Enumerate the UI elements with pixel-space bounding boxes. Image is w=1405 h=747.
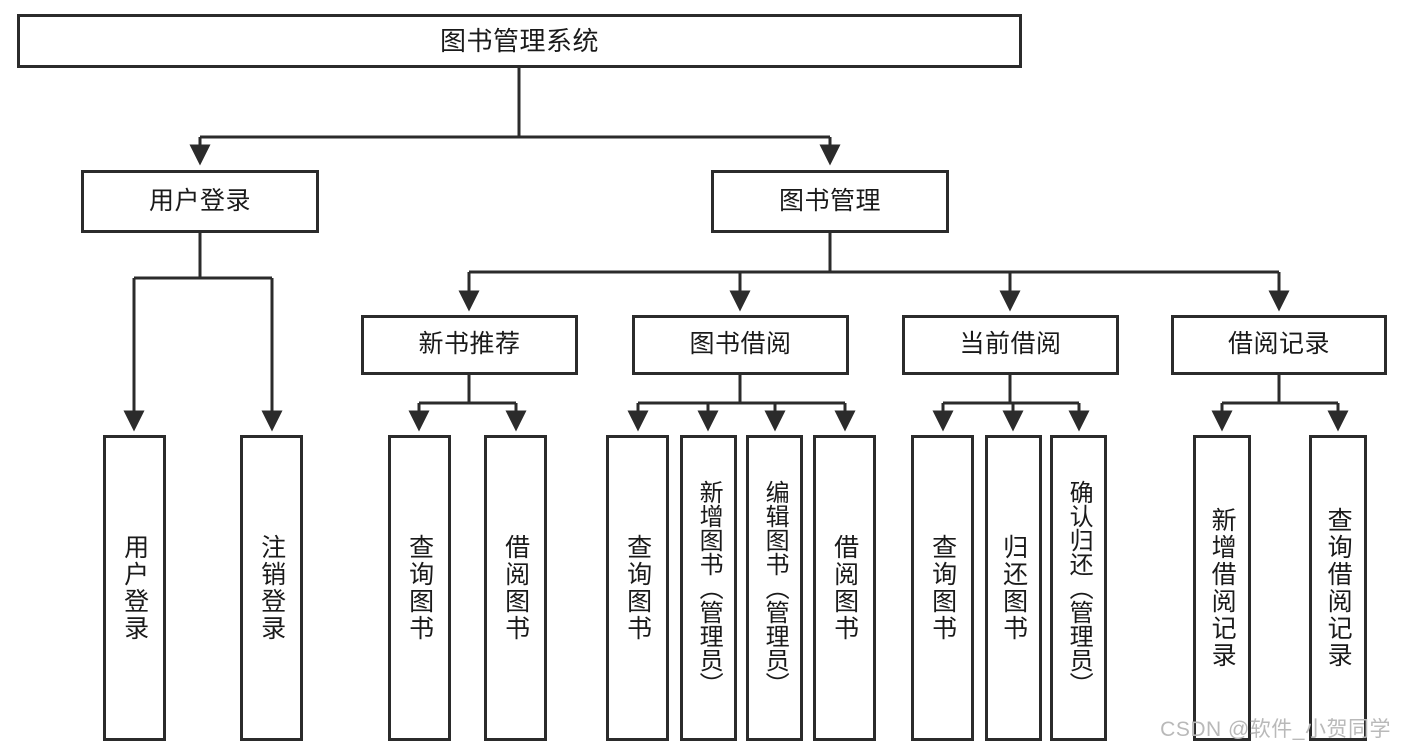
node-level3-label: 新书推荐 — [418, 330, 521, 359]
node-leaf-注销登录-1[interactable]: 注销登录 — [240, 435, 303, 741]
node-level2-图书管理[interactable]: 图书管理 — [711, 170, 949, 233]
node-level3-新书推荐[interactable]: 新书推荐 — [361, 315, 578, 375]
node-level3-label: 当前借阅 — [959, 330, 1062, 359]
node-level3-label: 借阅记录 — [1227, 330, 1330, 359]
node-leaf-label: 查询图书 — [623, 534, 652, 642]
node-leaf-label: 查询图书 — [405, 534, 434, 642]
node-root-system[interactable]: 图书管理系统 — [17, 14, 1022, 68]
node-level2-label: 用户登录 — [148, 186, 251, 215]
node-leaf-label: 借阅图书 — [830, 534, 859, 642]
node-level3-图书借阅[interactable]: 图书借阅 — [632, 315, 849, 375]
node-leaf-label: 查询图书 — [928, 534, 957, 642]
node-leaf-借阅图书-7[interactable]: 借阅图书 — [813, 435, 876, 741]
node-leaf-label: 归还图书 — [999, 534, 1028, 642]
node-leaf-借阅图书-3[interactable]: 借阅图书 — [484, 435, 547, 741]
node-level2-用户登录[interactable]: 用户登录 — [81, 170, 319, 233]
node-leaf-确认归还管理员-10[interactable]: 确认归还（管理员） — [1050, 435, 1107, 741]
node-leaf-新增借阅记录-11[interactable]: 新增借阅记录 — [1193, 435, 1251, 741]
node-leaf-label: 借阅图书 — [501, 534, 530, 642]
node-leaf-label: 用户登录 — [120, 534, 149, 642]
node-leaf-查询图书-2[interactable]: 查询图书 — [388, 435, 451, 741]
node-leaf-查询图书-4[interactable]: 查询图书 — [606, 435, 669, 741]
node-leaf-查询图书-8[interactable]: 查询图书 — [911, 435, 974, 741]
node-leaf-查询借阅记录-12[interactable]: 查询借阅记录 — [1309, 435, 1367, 741]
node-level3-借阅记录[interactable]: 借阅记录 — [1171, 315, 1387, 375]
node-level2-label: 图书管理 — [778, 186, 881, 215]
watermark-text: CSDN @软件_小贺同学 — [1160, 718, 1391, 741]
node-leaf-label: 新增借阅记录 — [1208, 507, 1237, 669]
node-leaf-label: 新增图书（管理员） — [695, 480, 723, 696]
node-leaf-label: 编辑图书（管理员） — [761, 480, 789, 696]
node-leaf-编辑图书管理员-6[interactable]: 编辑图书（管理员） — [746, 435, 803, 741]
node-leaf-label: 注销登录 — [257, 534, 286, 642]
node-level3-label: 图书借阅 — [689, 330, 792, 359]
node-level3-当前借阅[interactable]: 当前借阅 — [902, 315, 1119, 375]
node-leaf-新增图书管理员-5[interactable]: 新增图书（管理员） — [680, 435, 737, 741]
node-leaf-label: 确认归还（管理员） — [1065, 480, 1093, 696]
node-leaf-用户登录-0[interactable]: 用户登录 — [103, 435, 166, 741]
node-leaf-label: 查询借阅记录 — [1324, 507, 1353, 669]
node-leaf-归还图书-9[interactable]: 归还图书 — [985, 435, 1042, 741]
node-root-label: 图书管理系统 — [439, 25, 599, 56]
